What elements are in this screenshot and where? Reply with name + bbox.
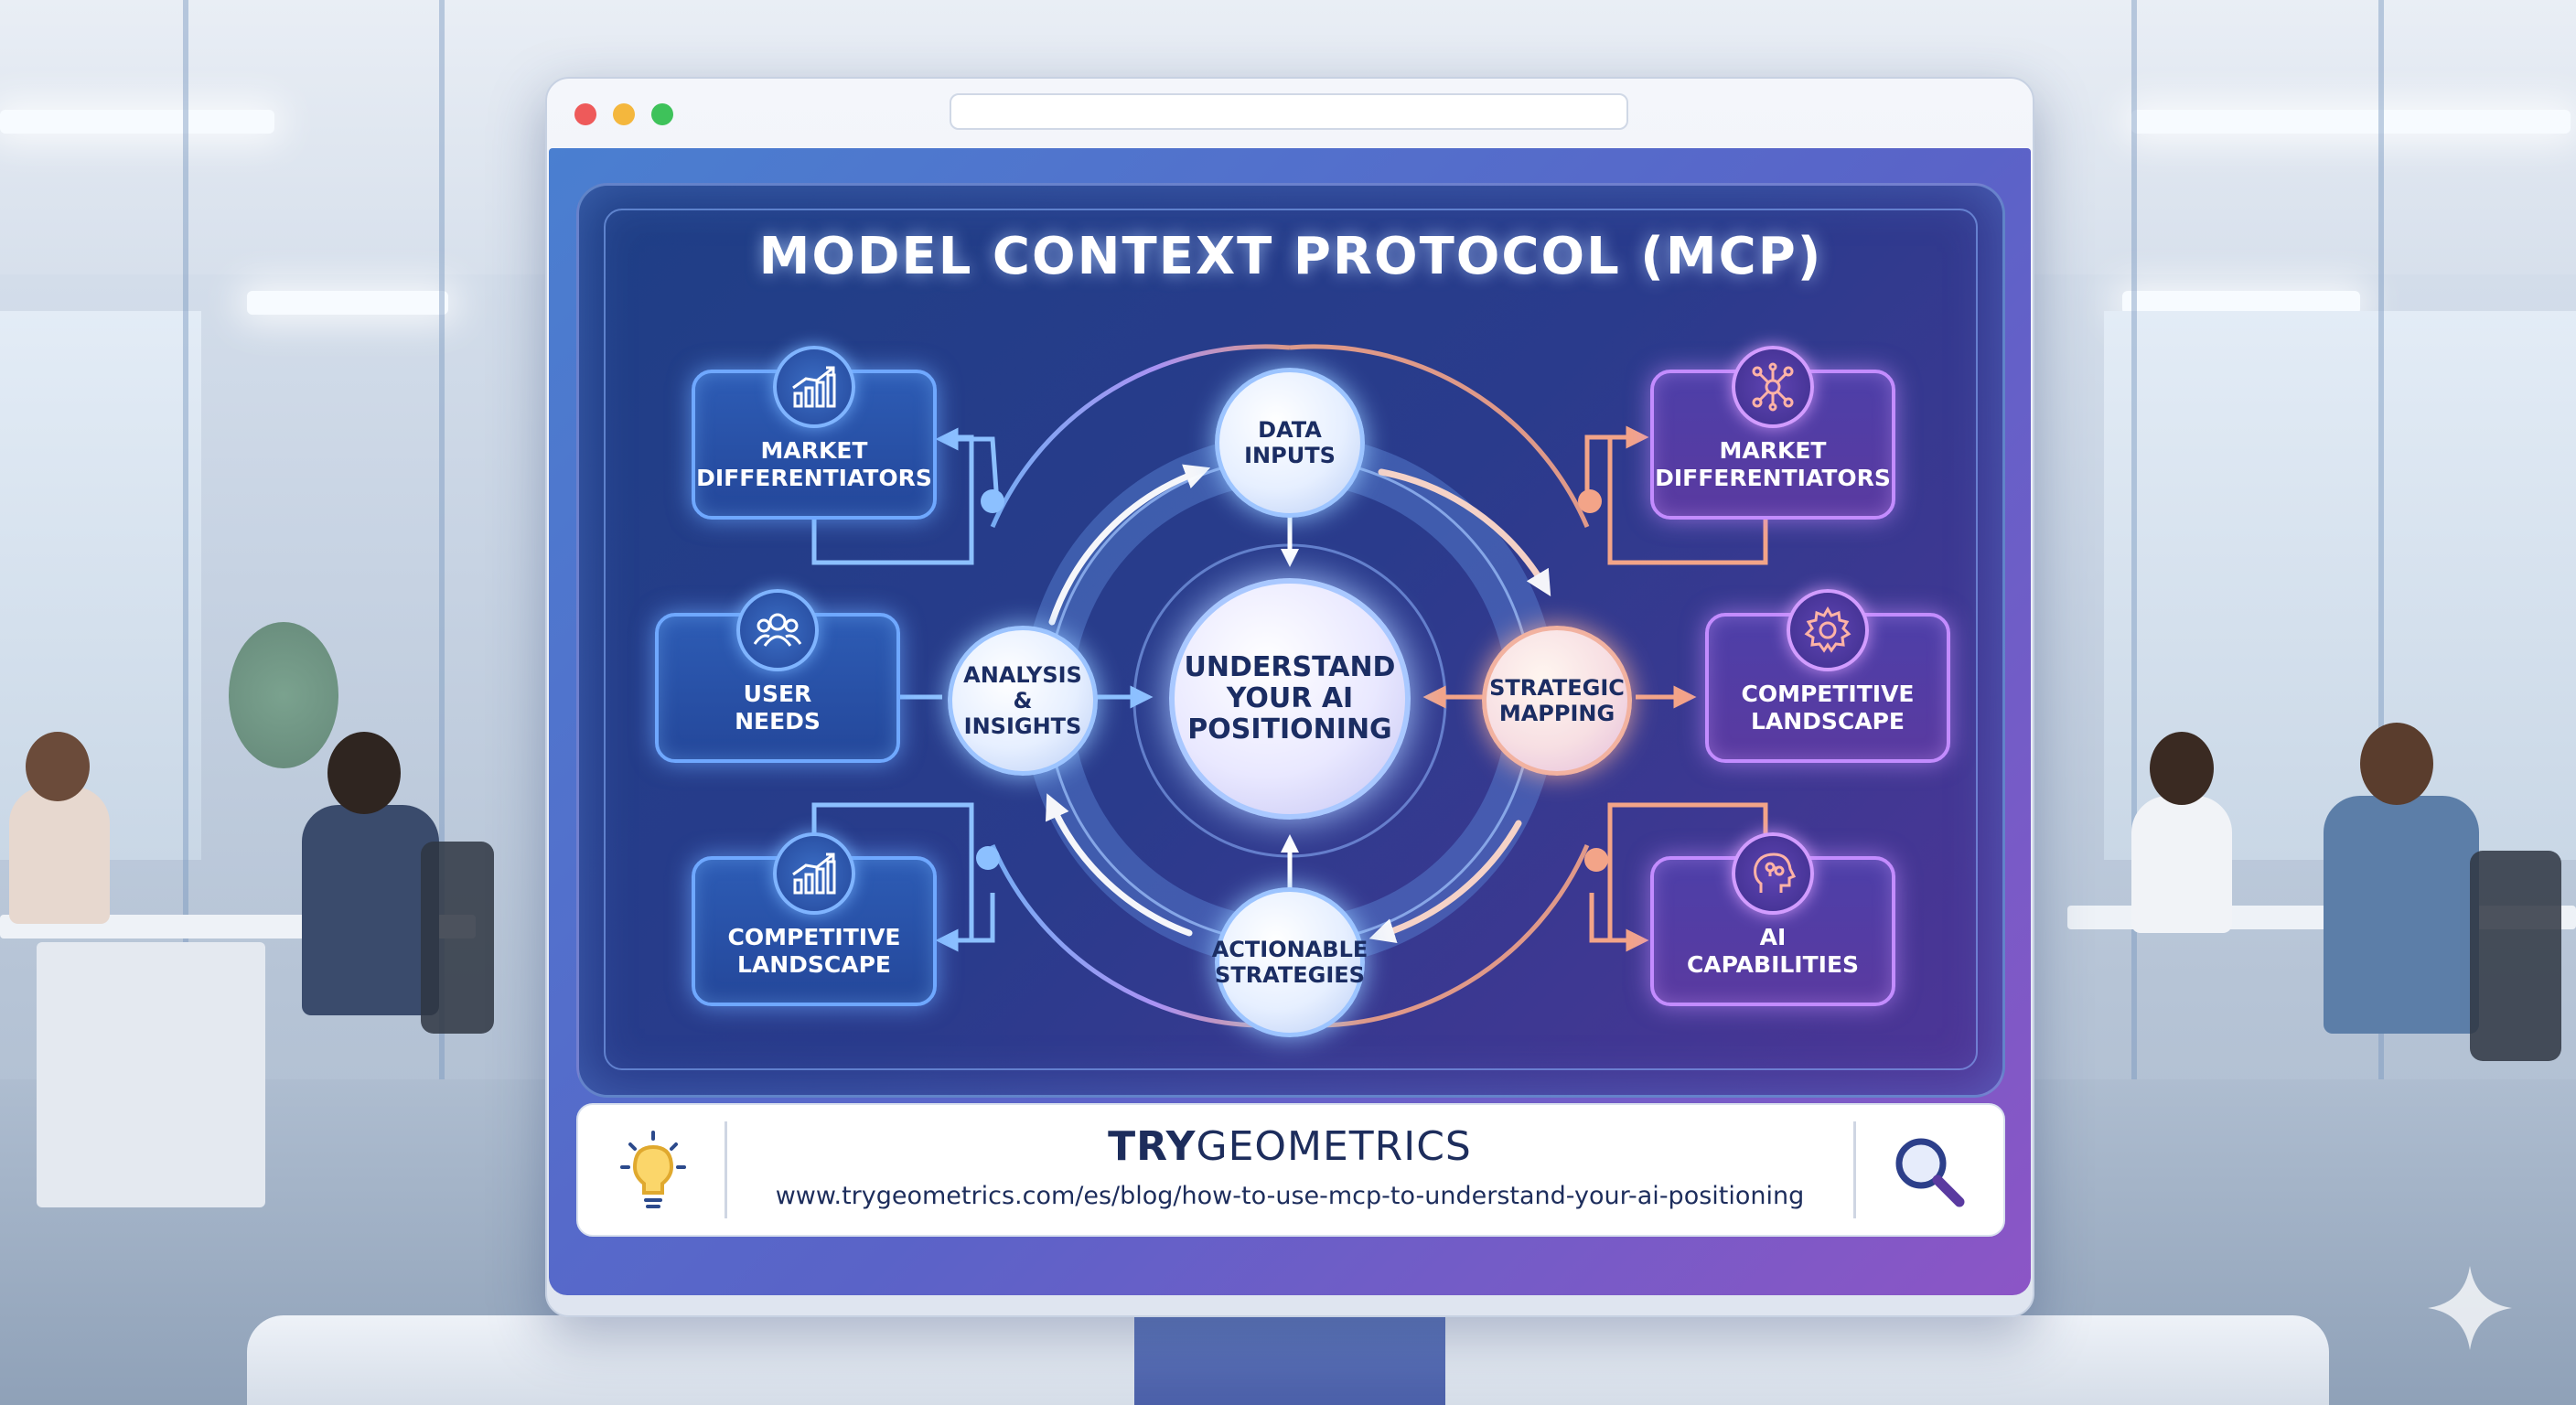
office-chair bbox=[421, 842, 494, 1034]
outer-ring bbox=[990, 344, 1590, 1028]
cycle-node-analysis-insights[interactable]: ANALYSIS & INSIGHTS bbox=[948, 626, 1098, 776]
office-chair bbox=[2470, 851, 2561, 1061]
center-node-understand-positioning[interactable]: UNDERSTAND YOUR AI POSITIONING bbox=[1169, 578, 1411, 820]
cycle-node-strategic-mapping[interactable]: STRATEGIC MAPPING bbox=[1482, 626, 1632, 776]
ceiling-light bbox=[0, 110, 274, 134]
footer-brand: TRYGEOMETRICS bbox=[732, 1123, 1848, 1170]
sparkle-icon bbox=[2428, 1266, 2512, 1350]
box-label: MARKET DIFFERENTIATORS bbox=[1655, 437, 1891, 491]
right-box-ai-capabilities[interactable]: AI CAPABILITIES bbox=[1650, 832, 1895, 1006]
box-label: USER NEEDS bbox=[735, 681, 821, 735]
coworker-head bbox=[26, 732, 90, 801]
left-box-competitive-landscape[interactable]: COMPETITIVE LANDSCAPE bbox=[692, 832, 937, 1006]
network-icon bbox=[1732, 346, 1814, 428]
bar-chart-icon bbox=[773, 832, 855, 915]
right-box-market-differentiators[interactable]: MARKET DIFFERENTIATORS bbox=[1650, 346, 1895, 520]
coworker bbox=[302, 805, 439, 1015]
maximize-window-dot[interactable] bbox=[651, 103, 673, 125]
footer-bar bbox=[576, 1103, 2005, 1237]
glass-partition bbox=[2378, 0, 2384, 1405]
coworker bbox=[2131, 796, 2232, 933]
plant bbox=[229, 622, 338, 768]
cycle-node-data-inputs[interactable]: DATA INPUTS bbox=[1215, 368, 1365, 518]
brain-head-icon bbox=[1732, 832, 1814, 915]
coworker-head bbox=[2150, 732, 2214, 805]
minimize-window-dot[interactable] bbox=[613, 103, 635, 125]
glass-partition bbox=[2131, 0, 2137, 1405]
ceiling-light bbox=[247, 291, 448, 315]
left-box-market-differentiators[interactable]: MARKET DIFFERENTIATORS bbox=[692, 346, 937, 520]
box-label: COMPETITIVE LANDSCAPE bbox=[1741, 681, 1915, 735]
left-box-user-needs[interactable]: USER NEEDS bbox=[655, 589, 900, 763]
file-cabinet bbox=[37, 942, 265, 1207]
box-label: MARKET DIFFERENTIATORS bbox=[696, 437, 932, 491]
gear-icon bbox=[1787, 589, 1869, 671]
coworker bbox=[9, 787, 110, 924]
address-bar[interactable] bbox=[950, 93, 1628, 130]
box-label: AI CAPABILITIES bbox=[1686, 924, 1860, 978]
glass-partition bbox=[183, 0, 188, 1405]
coworker bbox=[2324, 796, 2479, 1034]
brand-bold: TRY bbox=[1108, 1123, 1197, 1170]
coworker-head bbox=[327, 732, 401, 814]
users-icon bbox=[736, 589, 819, 671]
brand-rest: GEOMETRICS bbox=[1196, 1123, 1472, 1170]
magnifier-icon[interactable] bbox=[1884, 1127, 1972, 1215]
footer-url-link[interactable]: www.trygeometrics.com/es/blog/how-to-use… bbox=[775, 1182, 1805, 1210]
lightbulb-icon bbox=[620, 1131, 686, 1208]
diagram-title: MODEL CONTEXT PROTOCOL (MCP) bbox=[758, 227, 1823, 286]
close-window-dot[interactable] bbox=[574, 103, 596, 125]
right-box-competitive-landscape[interactable]: COMPETITIVE LANDSCAPE bbox=[1705, 589, 1950, 763]
glass-partition bbox=[439, 0, 445, 1405]
ceiling-light bbox=[2122, 291, 2360, 315]
ceiling-light bbox=[2131, 110, 2571, 134]
diagram-panel-border bbox=[604, 209, 1978, 1070]
footer-divider bbox=[1853, 1121, 1856, 1218]
bar-chart-icon bbox=[773, 346, 855, 428]
coworker-head bbox=[2360, 723, 2433, 805]
footer-divider bbox=[724, 1121, 727, 1218]
cycle-node-actionable-strategies[interactable]: ACTIONABLE STRATEGIES bbox=[1212, 887, 1368, 1037]
box-label: COMPETITIVE LANDSCAPE bbox=[727, 924, 901, 978]
